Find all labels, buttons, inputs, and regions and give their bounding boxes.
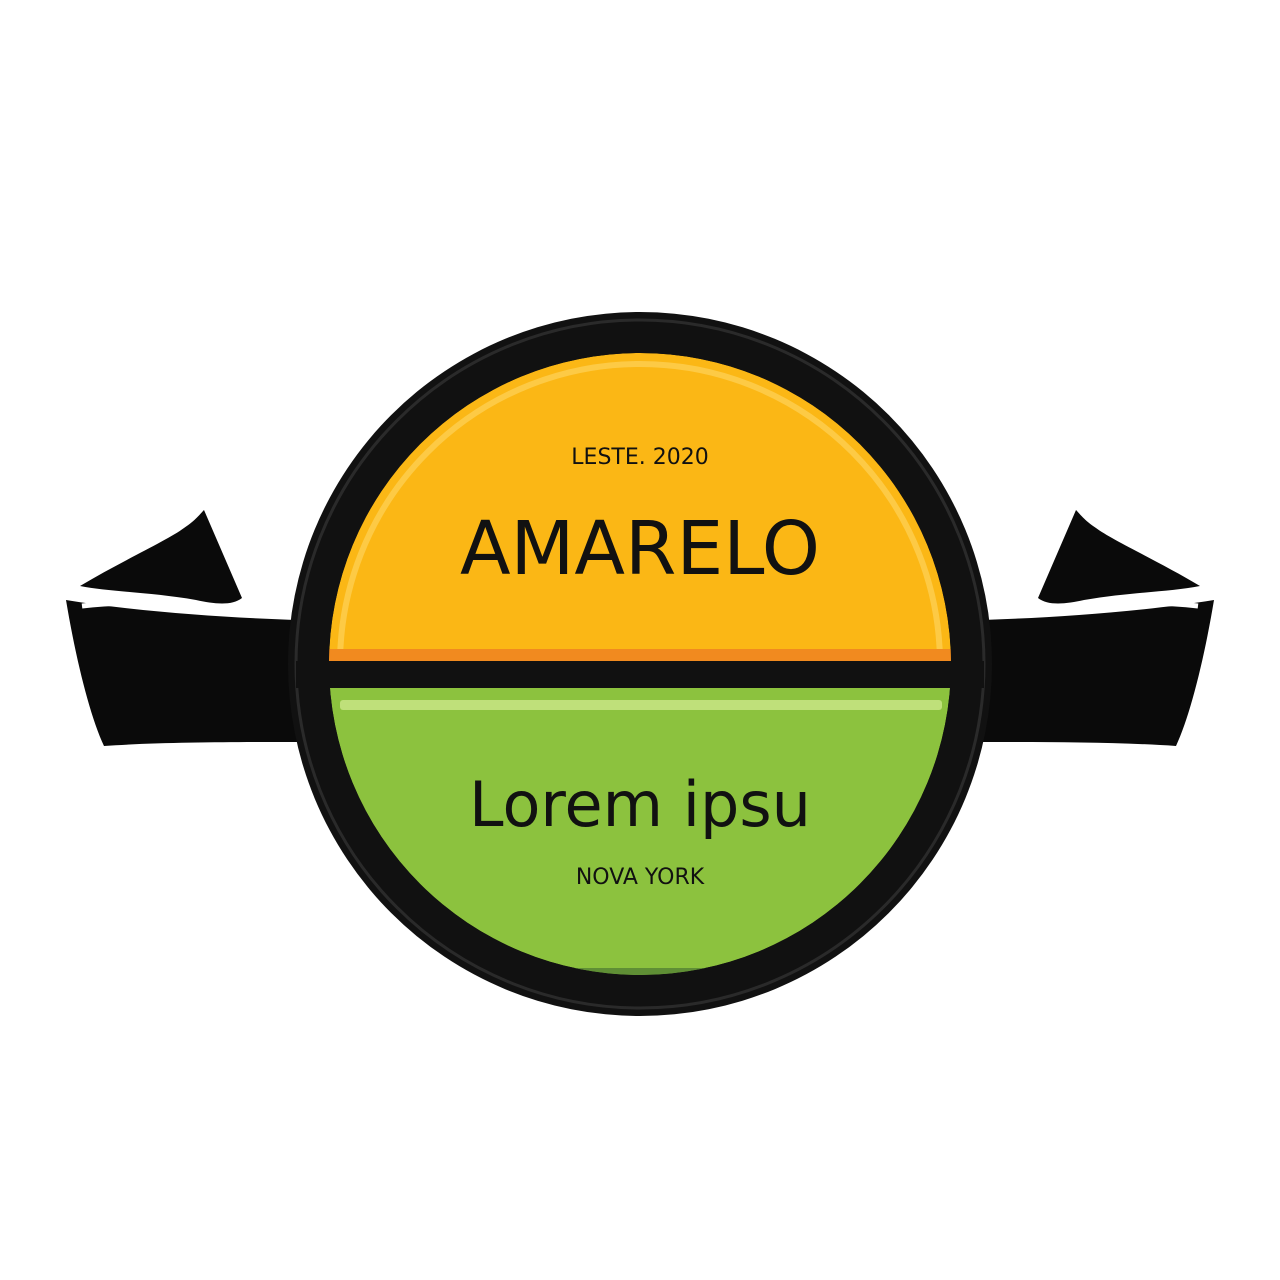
left-ribbon: [66, 510, 300, 746]
bottom-panel: [329, 688, 951, 975]
right-ribbon-edge: [1029, 600, 1199, 615]
top-panel-accent: [329, 649, 951, 661]
top-panel: [329, 353, 951, 661]
badge-subtitle: Lorem ipsu: [469, 768, 811, 841]
left-ribbon-fold: [80, 510, 242, 604]
right-ribbon-band: [980, 600, 1214, 746]
right-ribbon: [980, 510, 1214, 746]
right-ribbon-fold: [1038, 510, 1200, 604]
left-ribbon-edge: [81, 600, 251, 615]
bottom-panel-highlight: [340, 700, 942, 710]
badge-title: AMARELO: [460, 506, 820, 592]
established-label: LESTE. 2020: [571, 445, 708, 470]
left-ribbon-band: [66, 600, 300, 746]
location-label: NOVA YORK: [576, 865, 705, 890]
divider-bar: [296, 661, 984, 688]
